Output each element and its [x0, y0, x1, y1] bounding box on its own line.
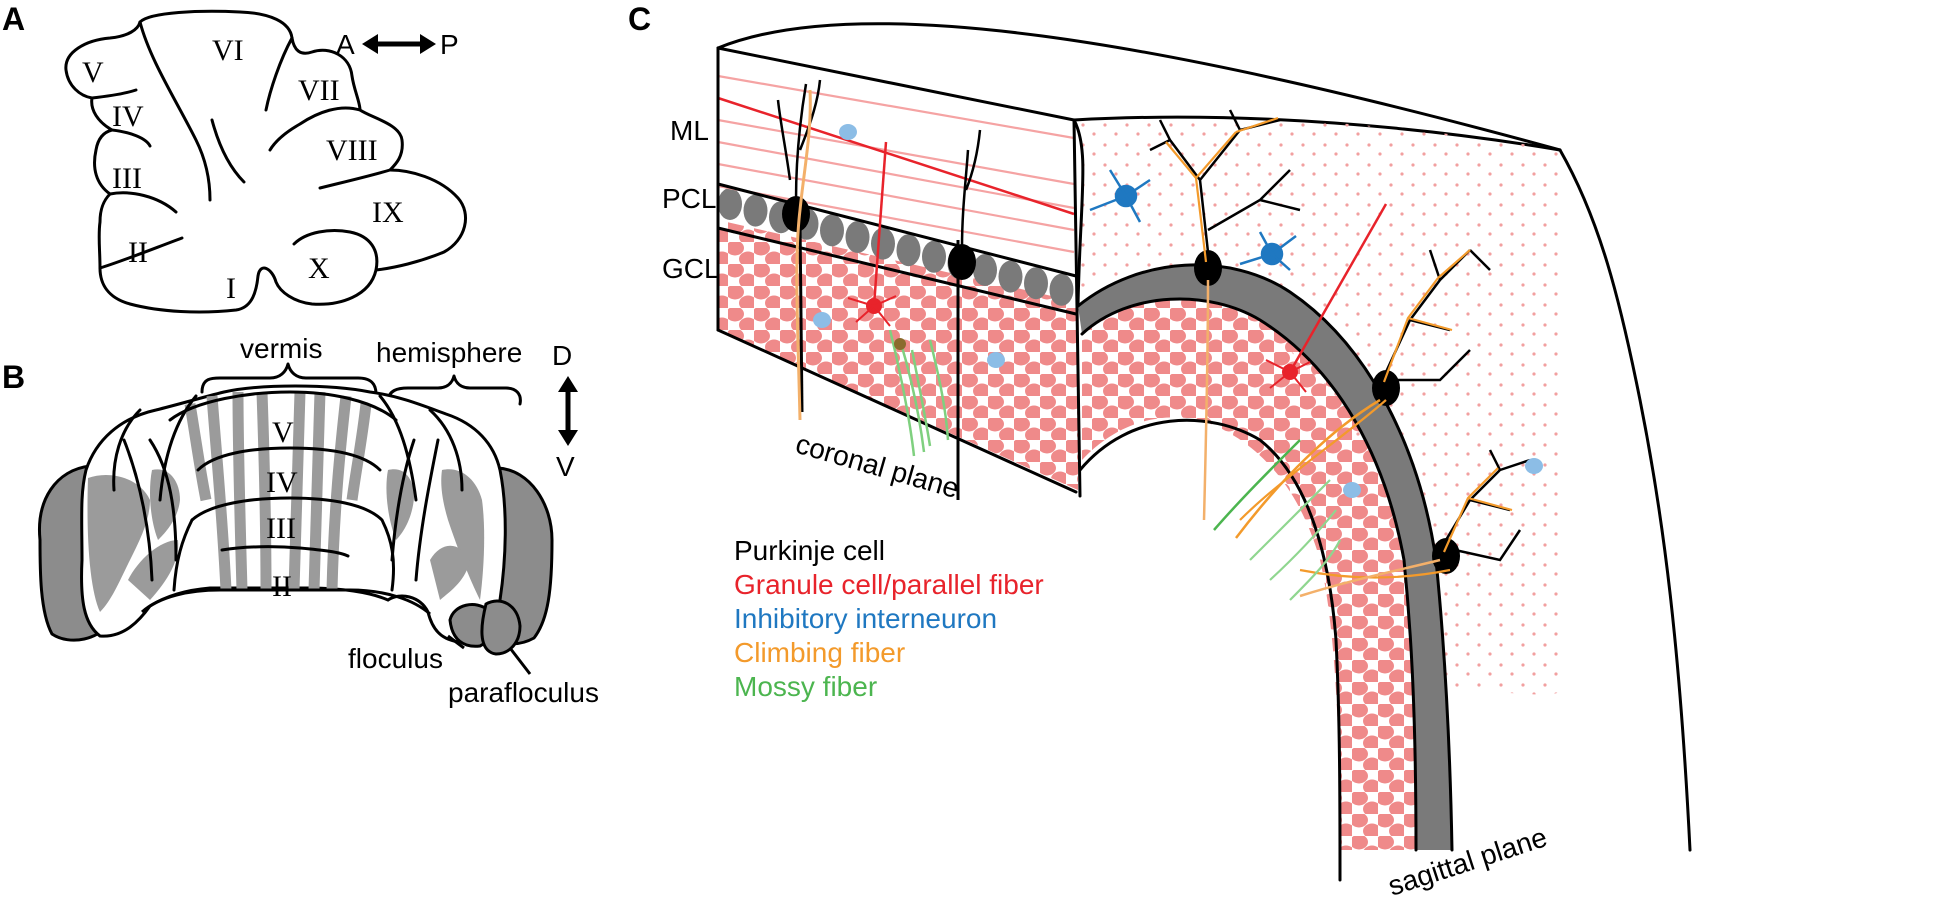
layer-label-ml: ML	[670, 115, 709, 146]
vermis-stripes	[184, 391, 372, 591]
legend-item: Mossy fiber	[734, 671, 877, 702]
parafloculus-label: parafloculus	[448, 677, 599, 708]
vermis-label: vermis	[240, 333, 322, 364]
lobule-label: IV	[112, 100, 144, 133]
lobule-label: I	[226, 272, 236, 305]
parafloculus-shape	[480, 599, 522, 656]
legend-item: Inhibitory interneuron	[734, 603, 997, 634]
cell-type-legend: Purkinje cell Granule cell/parallel fibe…	[734, 535, 1044, 702]
panel-b-label: B	[2, 359, 25, 395]
purkinje-layer-cell	[845, 221, 870, 253]
purkinje-layer-cell	[718, 188, 742, 220]
lobule-label: X	[308, 252, 330, 285]
legend-item: Granule cell/parallel fiber	[734, 569, 1044, 600]
panel-a-label: A	[2, 1, 25, 37]
anterior-posterior-arrow	[362, 34, 436, 54]
cerebellum-sagittal-outline	[64, 9, 467, 314]
axis-label-dorsal: D	[552, 340, 572, 371]
lobule-label: V	[272, 416, 294, 449]
hemisphere-brace	[386, 374, 522, 406]
axis-label-posterior: P	[440, 29, 459, 60]
purkinje-layer-cell	[820, 214, 844, 247]
cerebellum-dorsal-view	[37, 384, 554, 656]
legend-item: Climbing fiber	[734, 637, 905, 668]
fissure-v-iv	[90, 88, 138, 100]
lobule-label: III	[266, 512, 296, 545]
purkinje-layer-cell	[896, 234, 921, 267]
layer-label-gcl: GCL	[662, 253, 720, 284]
vermis-brace	[200, 362, 378, 396]
panel-c-label: C	[628, 1, 651, 37]
primary-fissure	[138, 20, 212, 202]
fissure-vii-viii	[268, 106, 362, 152]
lobule-label: VIII	[326, 134, 378, 167]
purkinje-layer-cell	[743, 194, 768, 227]
panel-a-lobule-labels: V VI VII IV VIII III IX II X I	[82, 34, 404, 305]
lobule-label: II	[272, 570, 292, 603]
fissure-iv-iii	[110, 128, 152, 148]
fissure-vi-vii	[264, 36, 294, 112]
lobule-label: II	[128, 236, 148, 269]
lobule-label: III	[112, 162, 142, 195]
folia-lines	[112, 390, 464, 592]
axis-label-ventral: V	[556, 451, 575, 482]
panel-c: C	[628, 1, 1692, 902]
coronal-plane-label: coronal plane	[792, 428, 962, 504]
panel-a: A V VI VII IV VIII III IX II X I A	[2, 1, 467, 314]
coronal-granule-cell	[847, 141, 897, 327]
fissure-viii-ix	[318, 168, 392, 190]
lobule-label: V	[82, 56, 104, 89]
folia-shading	[87, 469, 485, 612]
legend-item: Purkinje cell	[734, 535, 885, 566]
lobule-label: IX	[372, 196, 404, 229]
hemisphere-label: hemisphere	[376, 337, 522, 368]
interneurons	[1089, 169, 1297, 271]
sagittal-granule-cell	[1265, 203, 1388, 393]
purkinje-layer-cell	[973, 254, 997, 286]
purkinje-layer-cell	[1049, 273, 1074, 306]
sagittal-block	[1072, 109, 1692, 882]
axis-label-anterior: A	[336, 29, 355, 60]
fissure-iii-ii	[108, 191, 178, 214]
fissure-ii-i	[98, 236, 184, 270]
panel-b-lobule-labels: V IV III II	[266, 416, 298, 603]
purkinje-layer-cell	[998, 260, 1023, 293]
floculus-label: floculus	[348, 643, 443, 674]
fissure-ix-x	[292, 229, 379, 272]
lobule-label: VII	[298, 74, 340, 107]
layer-label-pcl: PCL	[662, 183, 716, 214]
purkinje-layer-cell	[1024, 267, 1048, 300]
lobule-label: IV	[266, 466, 298, 499]
purkinje-layer-cell	[871, 227, 895, 260]
dorsal-ventral-arrow	[558, 376, 578, 446]
lobule-label: VI	[212, 34, 244, 67]
fissure-inner-1	[210, 118, 246, 184]
panel-b: B vermis hemisphere D V	[2, 333, 599, 708]
purkinje-layer-cell	[922, 240, 946, 273]
